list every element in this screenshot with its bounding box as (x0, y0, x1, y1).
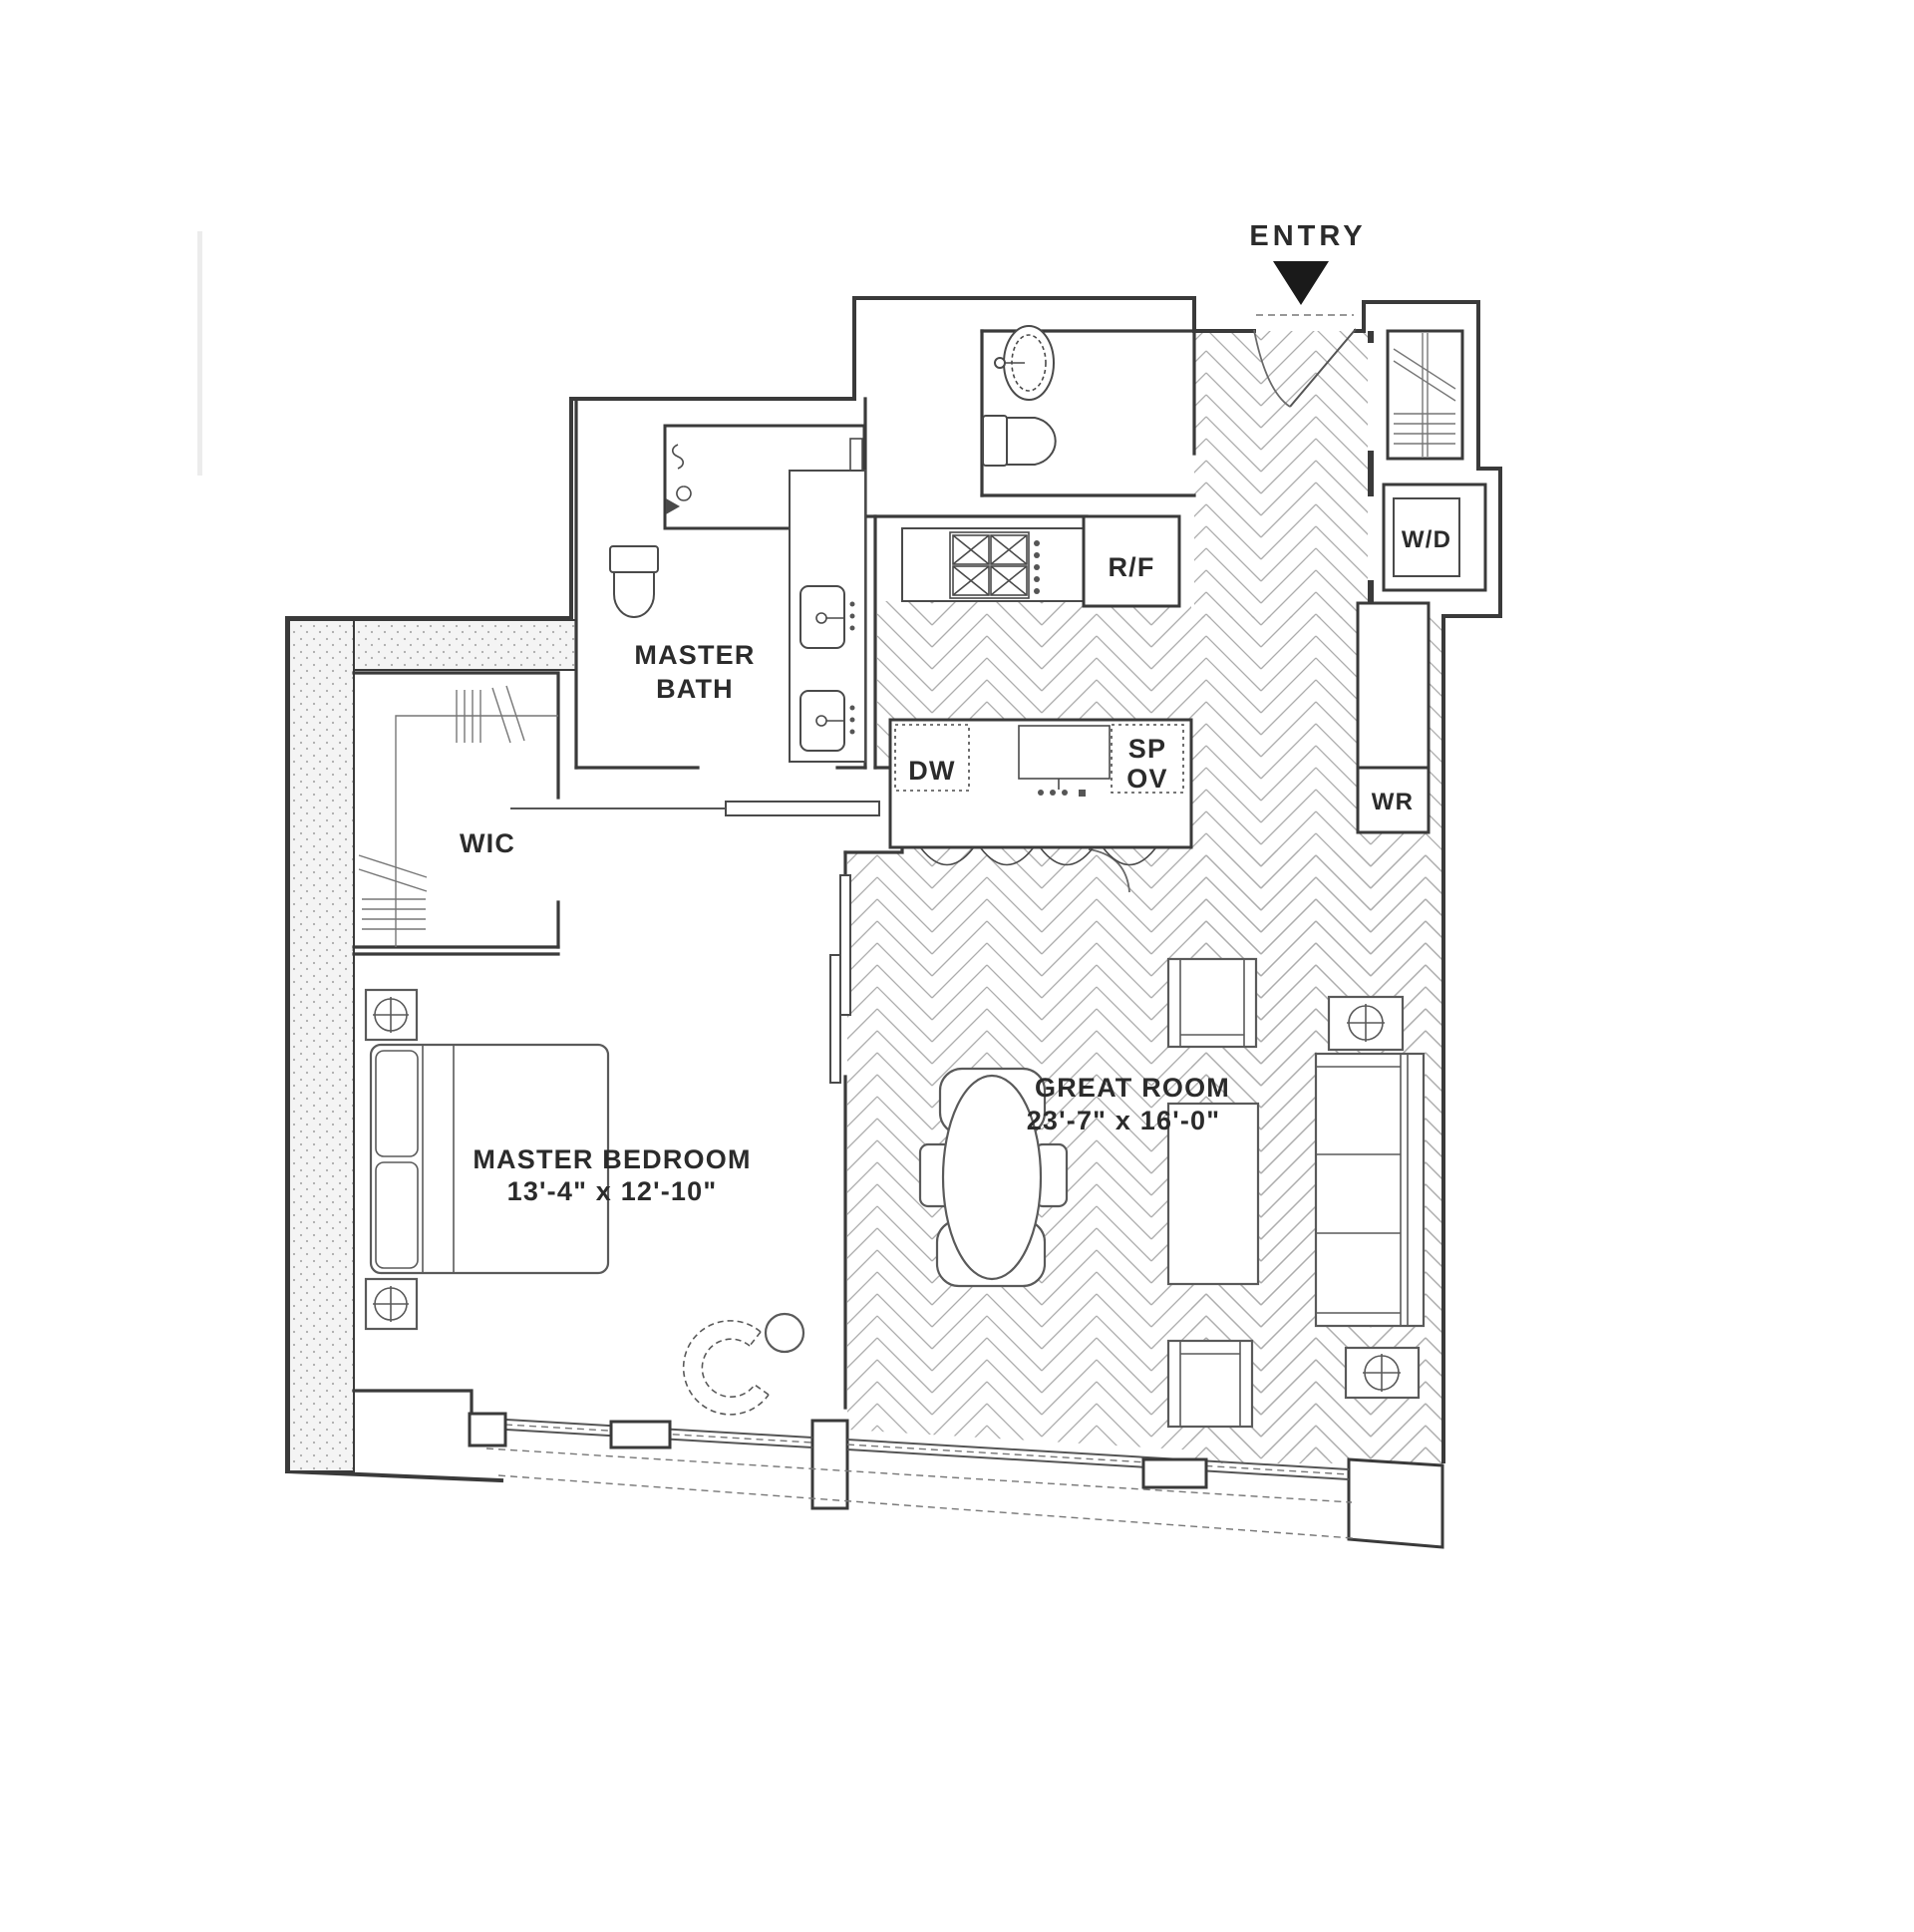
powder-room (980, 325, 1196, 497)
wic: WIC (352, 671, 560, 949)
vanity-fittings (849, 601, 855, 735)
window-jamb-left (468, 1412, 507, 1448)
nightstand-top (364, 988, 419, 1042)
bedroom-greatroom-wall (810, 850, 851, 1510)
fridge (1082, 514, 1181, 608)
coffee-table (1166, 1102, 1260, 1286)
range-knobs (1034, 540, 1040, 594)
dishwasher-label: DW (908, 756, 955, 786)
bath-pocket-door (510, 801, 880, 816)
pillow-2 (375, 1161, 419, 1269)
bar-stools (920, 847, 1156, 866)
wr-cabinet (1356, 766, 1431, 834)
coat-closet-rod (1393, 333, 1456, 457)
kitchen: R/F DW SP OV (843, 397, 1193, 893)
wic-inner-line (395, 715, 558, 947)
powder-toilet (982, 415, 1057, 467)
side-table-top (1327, 995, 1405, 1052)
master-bath-label-1: MASTER (634, 640, 755, 670)
bedroom-windows (468, 1412, 813, 1449)
entry-arrow-icon (1273, 261, 1329, 305)
scan-artifact (197, 231, 202, 476)
corner-column (1347, 1457, 1444, 1549)
entry-door (1253, 314, 1357, 408)
master-bedroom-dims: 13'-4" x 12'-10" (507, 1176, 718, 1206)
kitchen-door-swing-arc (1088, 848, 1130, 893)
master-bedroom: MASTER BEDROOM 13'-4" x 12'-10" (352, 952, 805, 1422)
island-sink (1018, 725, 1111, 780)
great-room-windows (846, 1439, 1350, 1489)
island-counter (888, 718, 1193, 849)
foyer-floor (1194, 331, 1368, 618)
window-pier-center (810, 1419, 849, 1510)
wardrobe-cabinets: WR (1356, 601, 1431, 834)
great-room-label: GREAT ROOM (1035, 1073, 1230, 1103)
lounge-chair (682, 1320, 770, 1416)
washer-dryer-label: W/D (1402, 526, 1451, 553)
side-table-bottom (1344, 1346, 1421, 1400)
exterior-walls (284, 296, 1502, 1549)
entry-closets: W/D (1368, 329, 1487, 616)
bath-toilet (609, 545, 659, 618)
dining-set (918, 1067, 1069, 1288)
wic-label: WIC (460, 828, 515, 858)
entry-door-leaf (1289, 328, 1357, 408)
great-room-floor (847, 850, 1443, 1465)
great-room: GREAT ROOM 23'-7" x 16'-0" (918, 957, 1426, 1429)
double-vanity (789, 470, 866, 763)
fridge-label: R/F (1108, 552, 1154, 582)
outer-wall-right (1354, 300, 1502, 1463)
entry-label: ENTRY (1249, 220, 1366, 252)
wic-hanging-rods (358, 685, 525, 930)
window-walls (468, 1412, 1355, 1539)
bed (369, 1043, 610, 1275)
entry-marker: ENTRY (1249, 220, 1366, 305)
washer-dryer-unit (1393, 497, 1460, 577)
coat-closet (1386, 329, 1464, 461)
wic-walls (352, 671, 560, 800)
dining-table (941, 1074, 1043, 1281)
armchair-top (1166, 957, 1258, 1049)
pillow-1 (375, 1050, 419, 1157)
window-pier-bedroom (609, 1420, 672, 1449)
side-table-round (764, 1312, 805, 1354)
tall-cabinet (1356, 601, 1431, 770)
speed-oven-label-1: SP (1128, 734, 1166, 764)
pocket-door-panel-2 (829, 954, 841, 1084)
armchair-bottom (1166, 1339, 1254, 1429)
wr-label: WR (1372, 789, 1414, 815)
pocket-door-panel-1 (839, 874, 851, 1016)
master-bedroom-label: MASTER BEDROOM (473, 1144, 751, 1174)
window-outer-line-1 (485, 1448, 1353, 1503)
range (949, 531, 1040, 599)
kitchen-island: DW SP OV (888, 718, 1193, 866)
island-faucet-dots (1038, 790, 1086, 797)
sofa (1314, 1052, 1426, 1328)
nightstand-bottom (364, 1277, 419, 1331)
outer-wall-left-top (285, 296, 1256, 1473)
powder-sink (994, 325, 1055, 401)
bedroom-sw-step (352, 1389, 474, 1422)
outer-wall-bottom-left (284, 1468, 504, 1483)
speed-oven (1111, 724, 1184, 794)
great-room-dims: 23'-7" x 16'-0" (1027, 1106, 1221, 1135)
entry-door-swing-arc (1253, 329, 1291, 408)
dishwasher (894, 724, 970, 792)
shower-controls (666, 444, 692, 514)
window-outer-line-2 (497, 1474, 1355, 1539)
left-wall-band (288, 619, 355, 1472)
master-bath-label-2: BATH (656, 674, 734, 704)
master-bath: MASTER BATH (510, 397, 880, 816)
speed-oven-label-2: OV (1126, 764, 1167, 794)
window-pier-greatroom (1141, 1457, 1208, 1489)
